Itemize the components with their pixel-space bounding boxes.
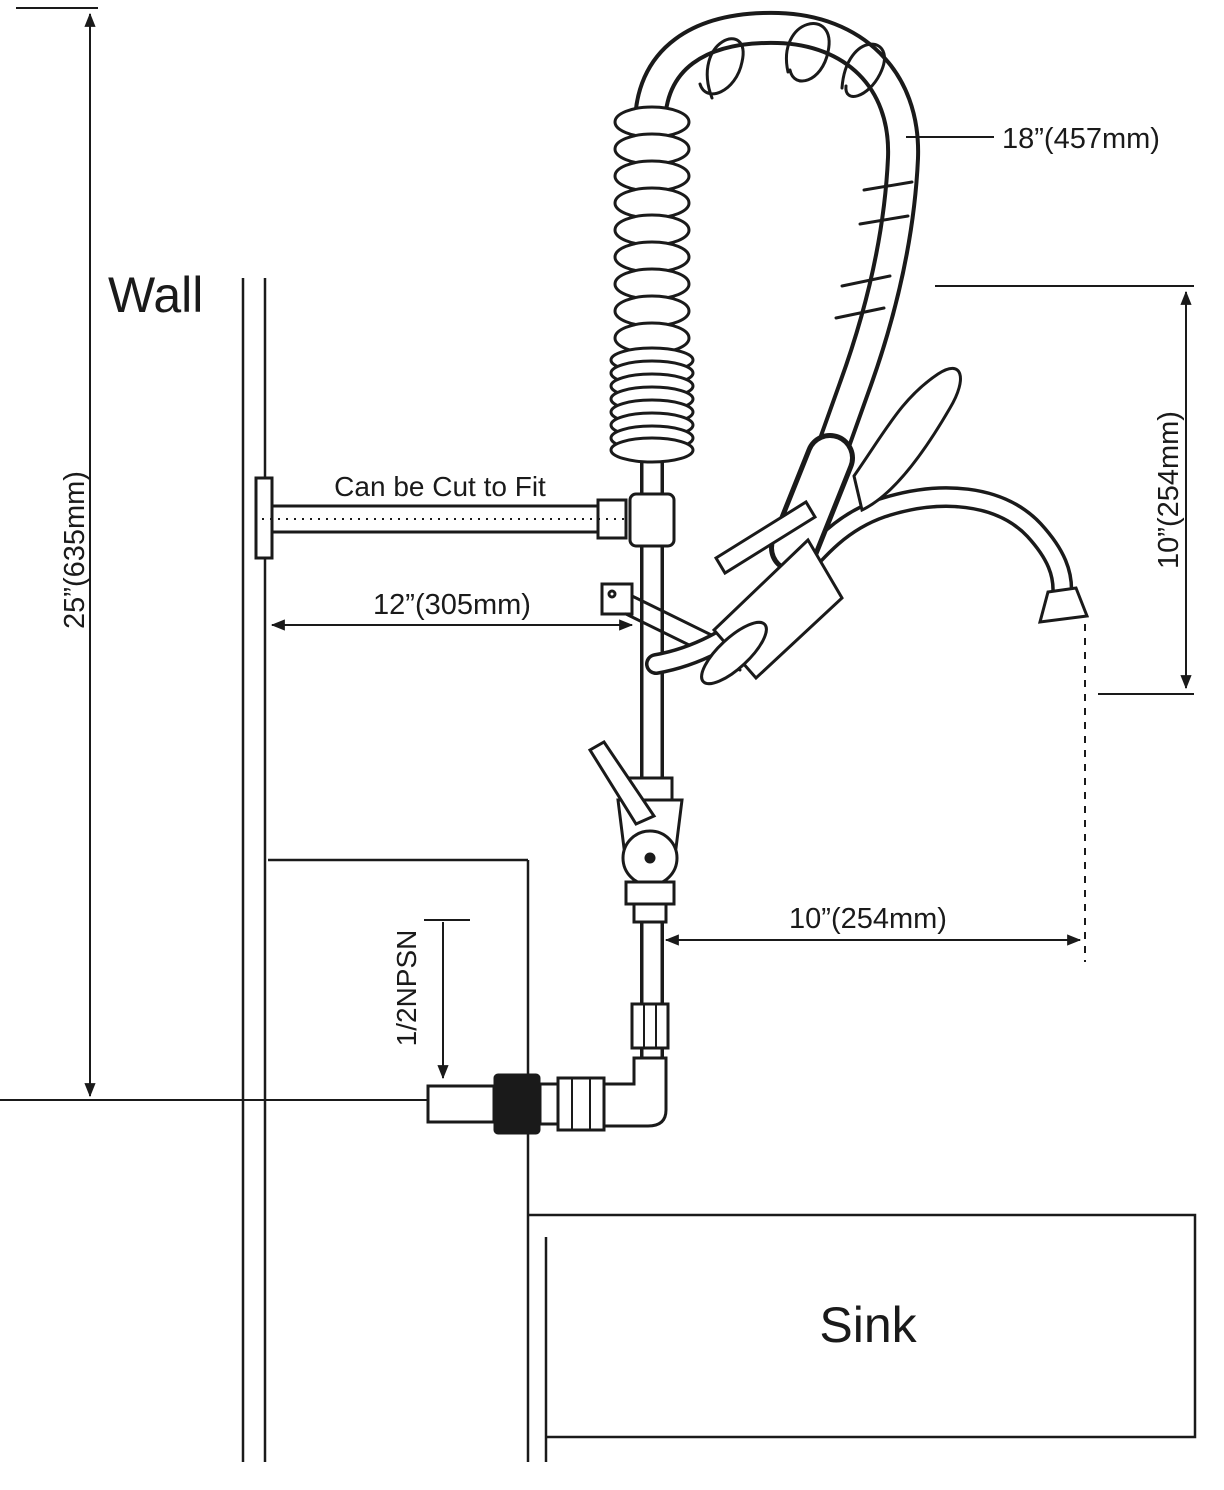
pipe-valve	[587, 740, 684, 924]
hose-length-label: 18”(457mm)	[1002, 123, 1160, 155]
overall-height-label: 25”(635mm)	[59, 471, 91, 629]
coil-spring	[609, 105, 695, 464]
dimension-wall-offset: 12”(305mm)	[270, 589, 634, 631]
riser-pipe	[628, 436, 676, 1074]
wall-support-bracket: Can be Cut to Fit	[254, 471, 664, 560]
sink-label: Sink	[819, 1297, 917, 1353]
spout-reach-label: 10”(254mm)	[789, 903, 947, 935]
pipe-union	[630, 1002, 670, 1050]
wall-label: Wall	[108, 267, 203, 323]
dimension-inlet-thread: 1/2NPSN	[391, 919, 470, 1080]
flex-hose	[632, 10, 921, 489]
dimension-spout-reach: 10”(254mm)	[664, 903, 1082, 946]
dimension-handle-height: 10”(254mm)	[935, 285, 1194, 695]
spray-trigger	[852, 367, 962, 513]
sink-outline	[268, 858, 1197, 1462]
inlet-thread-label: 1/2NPSN	[391, 930, 422, 1047]
wall-offset-label: 12”(305mm)	[373, 589, 531, 621]
handle-height-label: 10”(254mm)	[1153, 411, 1185, 569]
bracket-note-label: Can be Cut to Fit	[334, 471, 546, 502]
dimension-hose-length: 18”(457mm)	[906, 123, 1160, 155]
wall-lines	[241, 278, 267, 1462]
supply-inlet	[426, 1056, 668, 1135]
spray-valve	[700, 433, 855, 686]
hose-curls	[698, 22, 886, 100]
dimension-overall-height: 25”(635mm)	[0, 7, 428, 1101]
